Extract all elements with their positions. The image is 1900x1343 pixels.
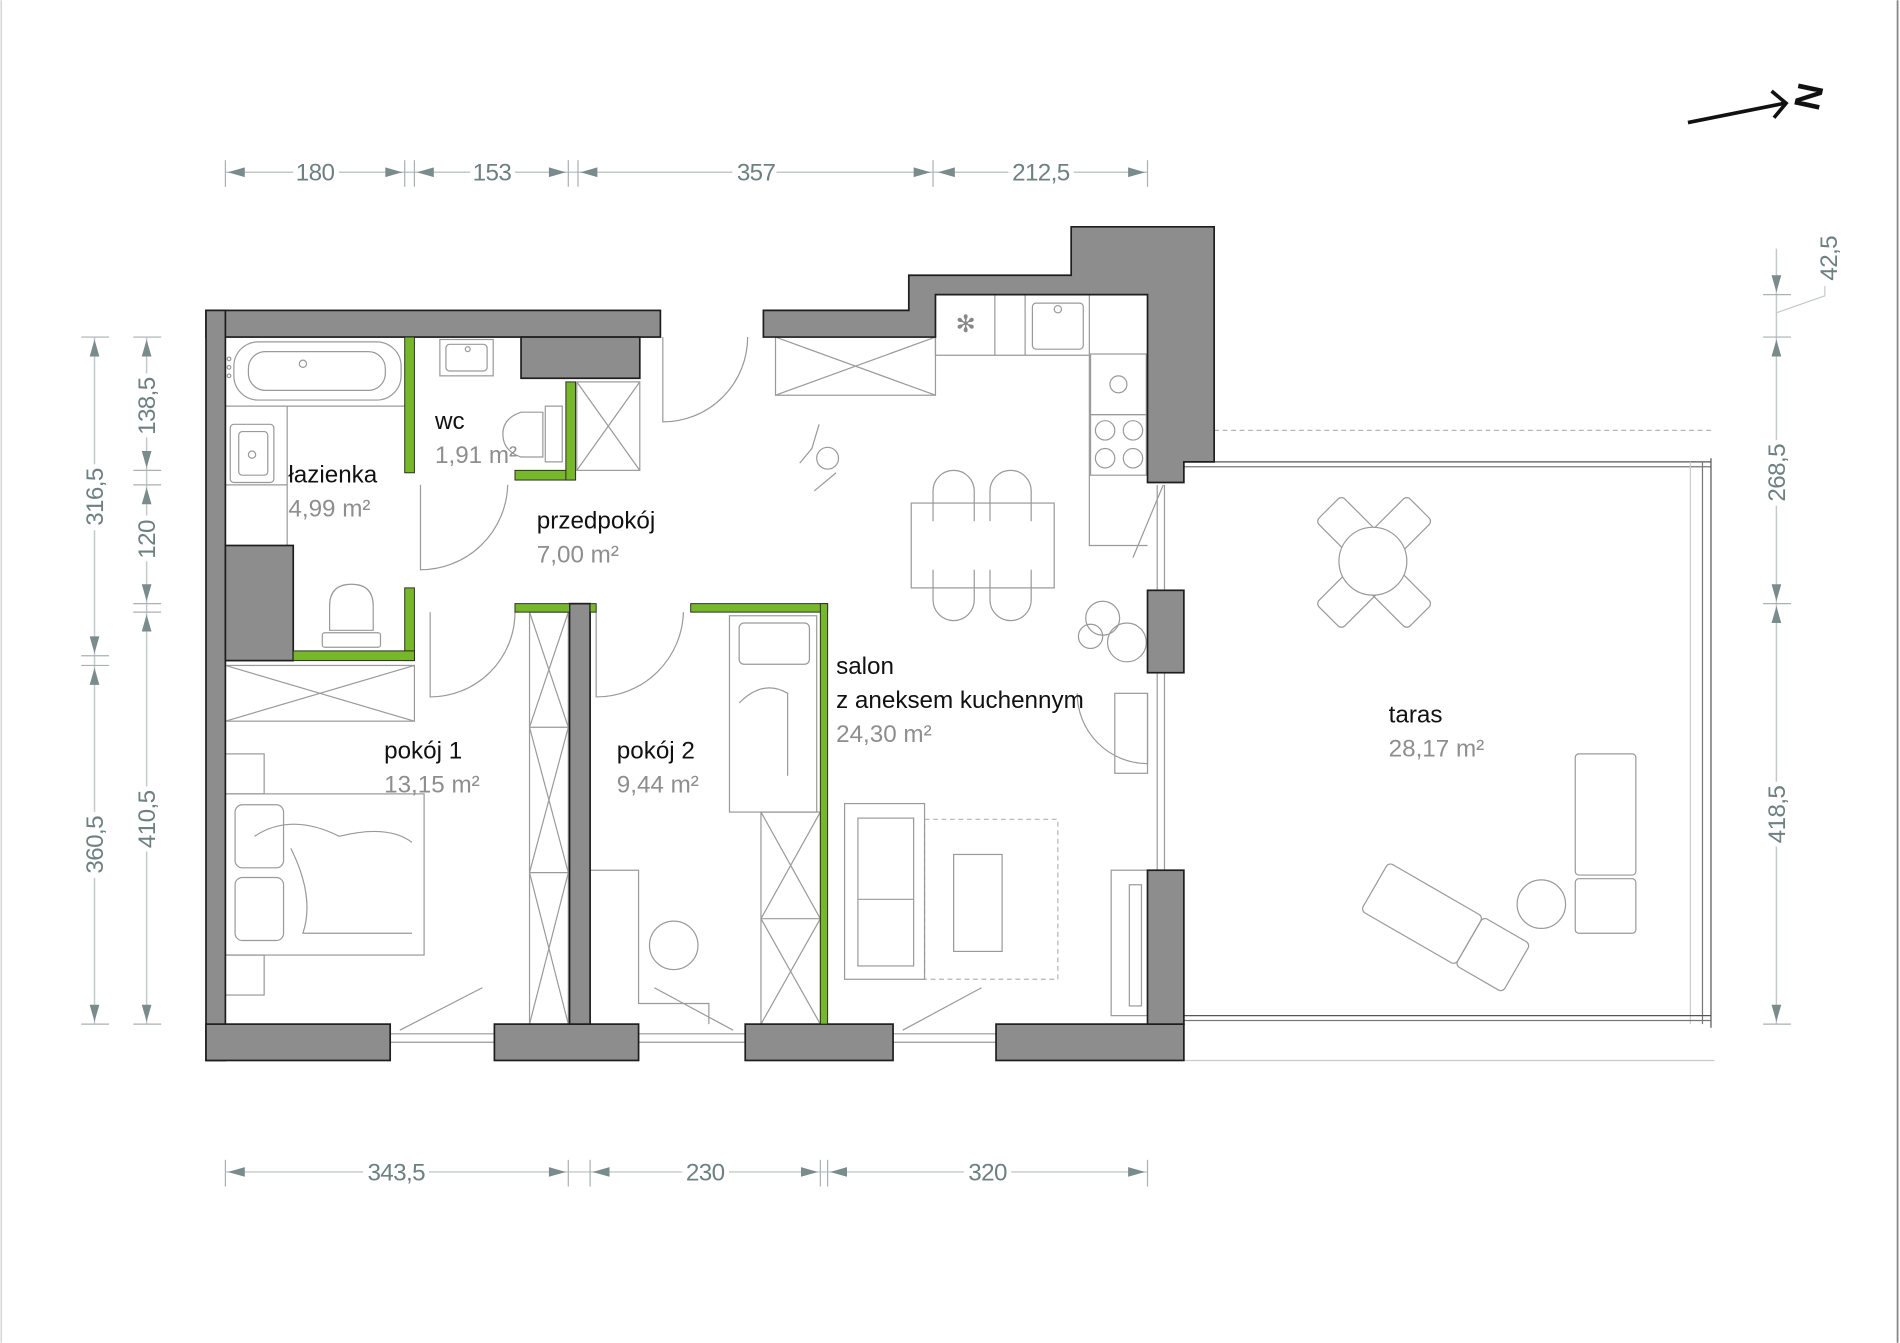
sun-lounger: [1574, 753, 1637, 934]
plant: [1077, 600, 1147, 663]
room2-door: [595, 612, 685, 698]
kitchen-sink: [1031, 302, 1084, 350]
side-table: [1516, 879, 1567, 929]
room-name-taras: taras: [1389, 701, 1443, 728]
single-bed: [728, 615, 818, 813]
wardrobe: [576, 381, 641, 471]
dimensions-top: 180 153 357 212,5: [224, 155, 1149, 192]
nightstand: [224, 954, 265, 996]
room-name-pokoj1: pokój 1: [384, 738, 462, 765]
dimension-label: 180: [296, 160, 335, 187]
sun-lounger: [1362, 863, 1530, 992]
room-area-przedpokoj: 7,00 m²: [537, 541, 619, 568]
room-area-pokoj1: 13,15 m²: [384, 772, 480, 799]
wc-toilet: [502, 405, 563, 463]
dimension-label: 418,5: [1764, 786, 1791, 844]
sofa: [843, 802, 926, 980]
dimension-label: 153: [473, 160, 512, 187]
room-area-wc: 1,91 m²: [435, 442, 517, 469]
room-name-pokoj2: pokój 2: [617, 738, 695, 765]
dimensions-bottom: 343,5 230 320: [224, 1155, 1149, 1191]
dimension-label: 410,5: [134, 790, 161, 848]
room-name-przedpokoj: przedpokój: [537, 508, 655, 535]
north-label: N: [1786, 79, 1832, 113]
wardrobe: [760, 811, 821, 1025]
north-arrow-head: [1770, 89, 1789, 119]
wardrobe: [774, 336, 937, 396]
dimension-label: 360,5: [82, 816, 109, 874]
doors: [390, 337, 1166, 1043]
room-labels: łazienka 4,99 m² wc 1,91 m² przedpokój 7…: [288, 408, 1484, 799]
terrace-outline: [1183, 429, 1715, 1062]
kitchen-counter: ✻: [934, 294, 1148, 547]
dimension-label: 343,5: [367, 1159, 425, 1186]
room1-door: [429, 612, 516, 698]
dimensions-left: 316,5 360,5 138,5 120 410,5: [77, 336, 166, 1025]
dimension-label: 138,5: [134, 377, 161, 435]
room-name-wc: wc: [434, 408, 465, 435]
dimension-label: 230: [686, 1159, 725, 1186]
cooktop: [1089, 414, 1147, 476]
room-name-salon: salon: [836, 653, 894, 680]
terrace-table-set: [1317, 497, 1432, 628]
wardrobe: [224, 664, 416, 722]
dimension-label: 320: [968, 1159, 1007, 1186]
room-area-lazienka: 4,99 m²: [288, 495, 370, 522]
bathroom-door: [419, 484, 509, 571]
walls: [205, 225, 1216, 1062]
nightstand: [224, 753, 265, 795]
furniture: ✻: [224, 294, 1637, 1025]
dimension-label: 212,5: [1012, 160, 1070, 187]
dimensions-right: 42,5 268,5 418,5: [1759, 231, 1848, 1025]
dimension-label: 42,5: [1816, 236, 1843, 281]
room-area-salon: 24,30 m²: [836, 721, 932, 748]
window-sash: [654, 987, 734, 1031]
bathtub: [226, 341, 402, 401]
entrance-door: [662, 337, 749, 423]
oven: [1089, 353, 1147, 416]
window-sash: [902, 987, 982, 1031]
window-sash: [399, 987, 483, 1031]
dimension-label: 316,5: [82, 468, 109, 526]
wc-sink: [439, 338, 494, 377]
double-bed: [224, 793, 425, 956]
dimension-label: 268,5: [1764, 444, 1791, 502]
bathroom-sink: [229, 423, 275, 484]
dining-table: [910, 469, 1055, 622]
coffee-table: [953, 853, 1003, 953]
rug: [923, 818, 1059, 980]
terrace-door: [1076, 693, 1149, 765]
person-figure: [799, 424, 840, 492]
north-arrow: N: [1687, 79, 1832, 125]
room-name-lazienka: łazienka: [288, 461, 377, 488]
north-arrow-line: [1687, 101, 1786, 125]
fridge-icon: ✻: [956, 311, 976, 338]
room-area-taras: 28,17 m²: [1389, 735, 1485, 762]
room-area-pokoj2: 9,44 m²: [617, 772, 699, 799]
desk: [590, 869, 710, 1025]
dimension-label: 357: [737, 160, 776, 187]
dimension-label: 120: [134, 520, 161, 559]
bathroom-toilet: [321, 583, 382, 648]
balcony-door: [1132, 484, 1164, 558]
accent-walls: [292, 336, 829, 1025]
wardrobe: [528, 611, 569, 1025]
room-name-salon-line2: z aneksem kuchennym: [836, 687, 1084, 714]
